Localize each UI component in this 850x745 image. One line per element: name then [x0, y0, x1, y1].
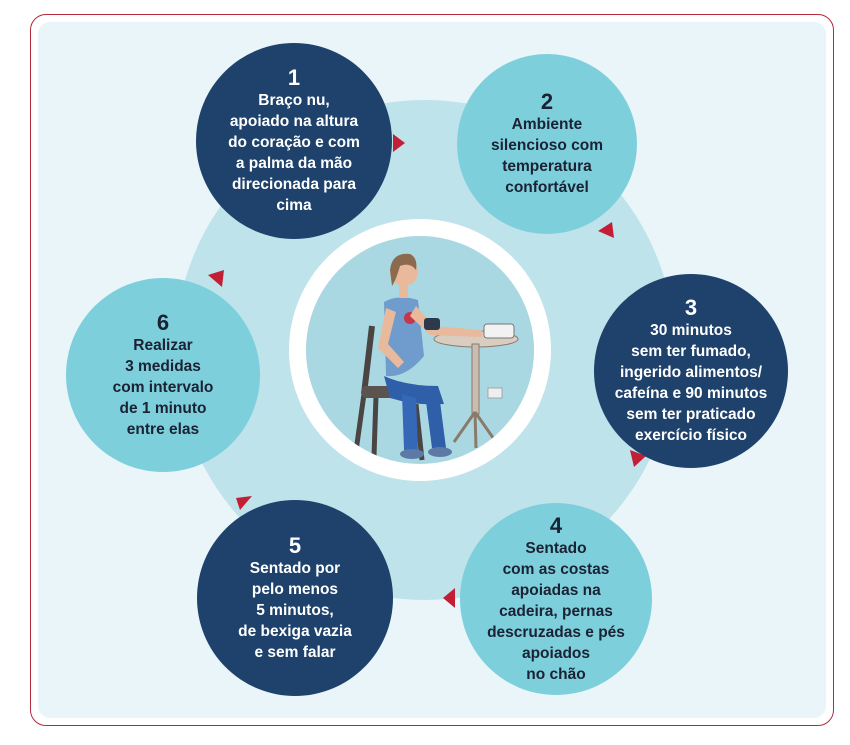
step-1: 1 Braço nu, apoiado na altura do coração… — [196, 43, 392, 239]
step-number: 5 — [288, 532, 302, 558]
step-text: Ambiente silencioso com temperatura conf… — [491, 116, 603, 196]
step-3: 3 30 minutos sem ter fumado, ingerido al… — [594, 274, 788, 468]
step-number: 6 — [156, 309, 170, 335]
step-4: 4 Sentado com as costas apoiadas na cade… — [460, 503, 652, 695]
step-2: 2 Ambiente silencioso com temperatura co… — [457, 54, 637, 234]
step-5: 5 Sentado por pelo menos 5 minutos, de b… — [197, 500, 393, 696]
step-text: Sentado por pelo menos 5 minutos, de bex… — [238, 559, 352, 661]
step-number: 2 — [540, 89, 554, 114]
step-text: Braço nu, apoiado na altura do coração e… — [228, 92, 360, 214]
step-text: Sentado com as costas apoiadas na cadeir… — [487, 539, 625, 683]
step-number: 4 — [549, 512, 563, 538]
center-illustration — [306, 236, 534, 464]
step-text: 30 minutos sem ter fumado, ingerido alim… — [614, 322, 768, 444]
seated-woman-bp-measurement-illustration — [353, 253, 519, 461]
step-number: 1 — [287, 65, 301, 90]
step-text: Realizar 3 medidas com intervalo de 1 mi… — [112, 336, 214, 438]
step-number: 3 — [684, 295, 698, 320]
step-6: 6 Realizar 3 medidas com intervalo de 1 … — [66, 278, 260, 472]
